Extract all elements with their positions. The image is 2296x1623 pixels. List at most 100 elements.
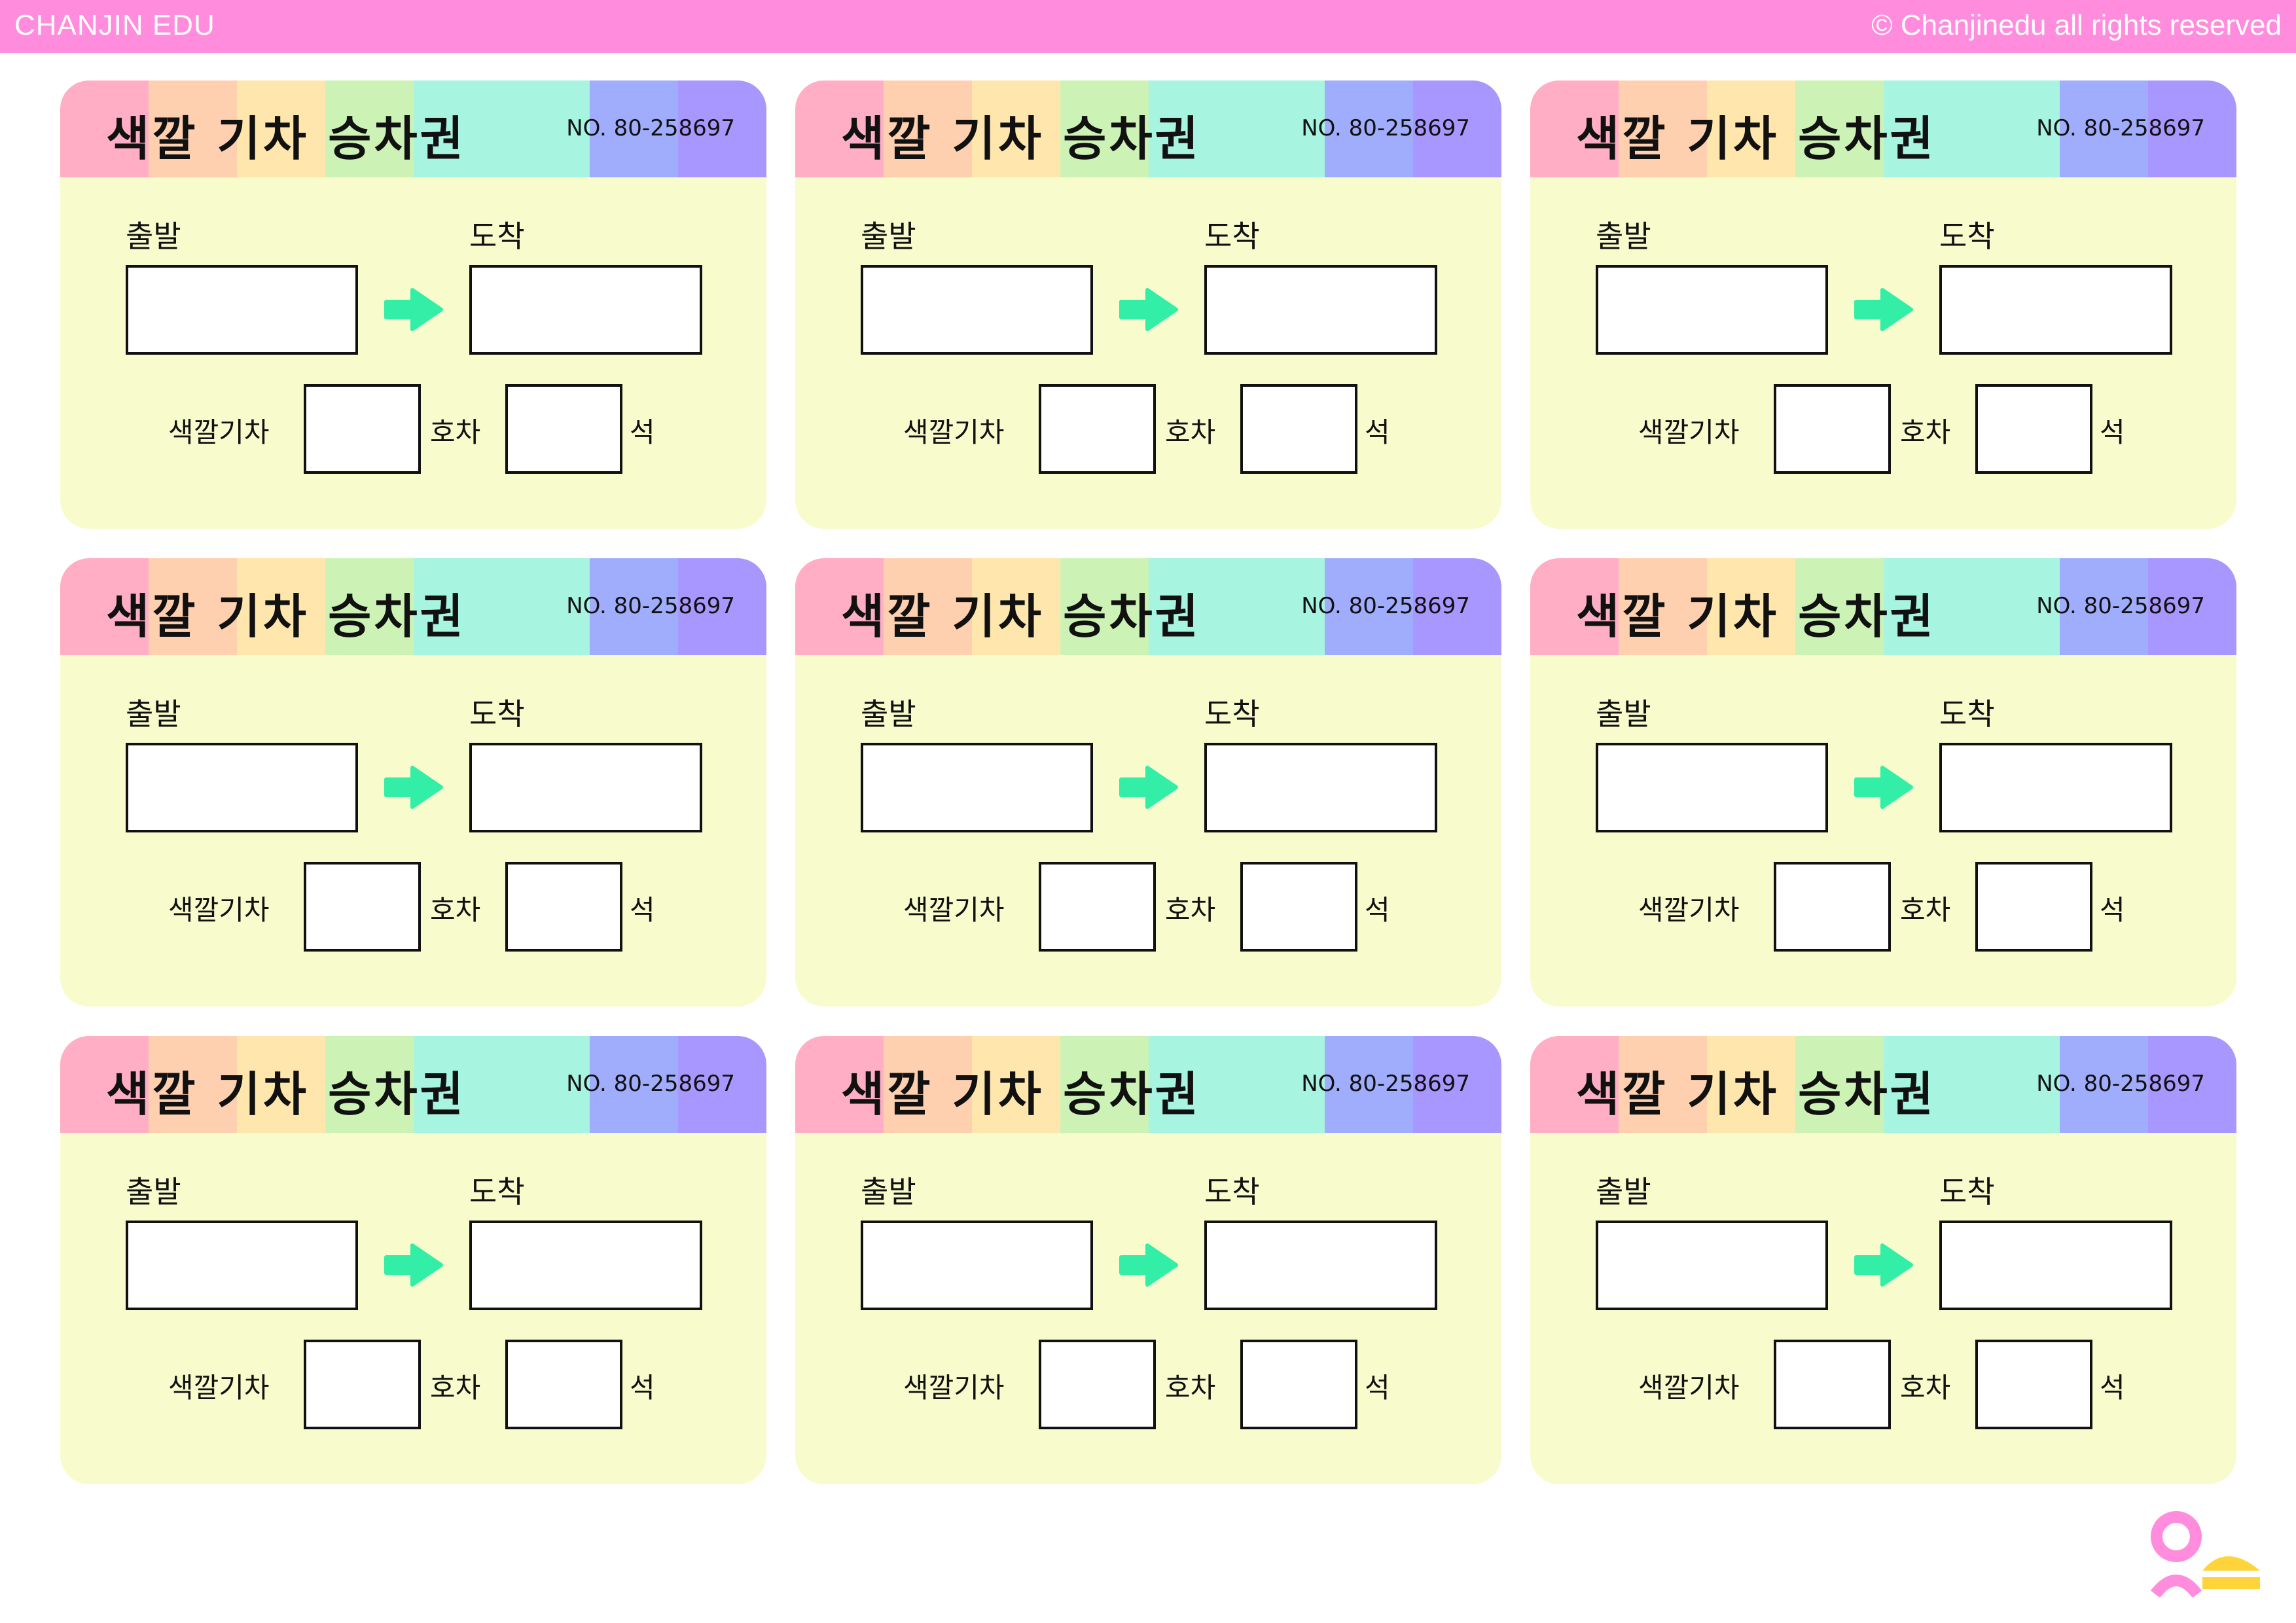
arrival-field[interactable] (1939, 265, 2172, 355)
header-stripe (236, 558, 325, 655)
arrival-field[interactable] (1204, 265, 1437, 355)
header-stripe (883, 80, 972, 177)
departure-field[interactable] (1596, 743, 1828, 832)
train-ticket: 색깔 기차 승차권 NO. 80-258697 출발 도착 색깔기차 호차 석 (795, 1036, 1501, 1484)
seat-number-field[interactable] (1975, 862, 2092, 952)
departure-label: 출발 (1596, 696, 1651, 732)
departure-label: 출발 (861, 696, 916, 732)
seat-label: 석 (1365, 894, 1390, 926)
arrow-right-icon (1854, 1243, 1913, 1287)
seat-number-field[interactable] (505, 384, 622, 474)
departure-field[interactable] (1596, 1221, 1828, 1310)
ticket-number: NO. 80-258697 (566, 593, 735, 619)
header-stripe (1148, 80, 1237, 177)
arrival-field[interactable] (1939, 1221, 2172, 1310)
seat-number-field[interactable] (1975, 384, 2092, 474)
ticket-title: 색깔 기차 승차권 (841, 1067, 1201, 1122)
seat-label: 석 (2100, 416, 2125, 448)
header-stripe (2148, 80, 2236, 177)
arrival-field[interactable] (469, 743, 702, 832)
departure-label: 출발 (861, 1174, 916, 1209)
car-number-field[interactable] (1039, 384, 1156, 474)
ticket-header (60, 558, 766, 655)
departure-label: 출발 (1596, 1174, 1651, 1209)
chanjin-edu-logo (2150, 1511, 2260, 1597)
header-stripe (1413, 80, 1501, 177)
seat-number-field[interactable] (1240, 862, 1357, 952)
header-stripe (1236, 80, 1325, 177)
arrival-label: 도착 (469, 1174, 525, 1209)
train-ticket: 색깔 기차 승차권 NO. 80-258697 출발 도착 색깔기차 호차 석 (1530, 80, 2236, 529)
car-number-field[interactable] (1039, 862, 1156, 952)
arrival-label: 도착 (1204, 696, 1260, 732)
ticket-number: NO. 80-258697 (2036, 1071, 2205, 1097)
header-stripe (795, 558, 884, 655)
car-number-field[interactable] (304, 384, 421, 474)
header-stripe (2060, 558, 2149, 655)
arrival-label: 도착 (1939, 696, 1995, 732)
arrow-right-icon (1854, 766, 1913, 809)
ticket-number: NO. 80-258697 (566, 115, 735, 141)
departure-field[interactable] (126, 1221, 358, 1310)
arrival-label: 도착 (1939, 1174, 1995, 1209)
header-stripe (325, 558, 414, 655)
departure-field[interactable] (861, 265, 1093, 355)
seat-number-field[interactable] (1975, 1340, 2092, 1429)
car-label: 호차 (1165, 1372, 1216, 1404)
ticket-header (60, 80, 766, 177)
car-number-field[interactable] (1774, 384, 1891, 474)
header-stripe (236, 80, 325, 177)
departure-label: 출발 (1596, 219, 1651, 254)
departure-field[interactable] (861, 743, 1093, 832)
header-stripe (1060, 558, 1149, 655)
seat-number-field[interactable] (1240, 1340, 1357, 1429)
ticket-number: NO. 80-258697 (566, 1071, 735, 1097)
header-stripe (2148, 1036, 2236, 1133)
arrow-right-icon (1119, 288, 1178, 331)
train-ticket: 색깔 기차 승차권 NO. 80-258697 출발 도착 색깔기차 호차 석 (1530, 1036, 2236, 1484)
car-number-field[interactable] (304, 1340, 421, 1429)
header-stripe (1060, 80, 1149, 177)
header-stripe (883, 558, 972, 655)
arrival-field[interactable] (1939, 743, 2172, 832)
arrival-field[interactable] (469, 265, 702, 355)
departure-field[interactable] (1596, 265, 1828, 355)
ticket-title: 색깔 기차 승차권 (106, 111, 466, 166)
car-label: 호차 (1900, 1372, 1951, 1404)
header-stripe (1706, 1036, 1795, 1133)
car-number-field[interactable] (304, 862, 421, 952)
departure-field[interactable] (861, 1221, 1093, 1310)
header-stripe (1883, 1036, 1972, 1133)
ticket-header (1530, 558, 2236, 655)
ticket-header (795, 1036, 1501, 1133)
car-number-field[interactable] (1039, 1340, 1156, 1429)
car-number-field[interactable] (1774, 862, 1891, 952)
arrival-field[interactable] (1204, 1221, 1437, 1310)
header-stripe (1530, 80, 1619, 177)
header-stripe (1413, 558, 1501, 655)
header-stripe (1148, 1036, 1237, 1133)
seat-number-field[interactable] (505, 862, 622, 952)
arrival-field[interactable] (1204, 743, 1437, 832)
seat-number-field[interactable] (1240, 384, 1357, 474)
car-number-field[interactable] (1774, 1340, 1891, 1429)
departure-label: 출발 (126, 1174, 181, 1209)
departure-field[interactable] (126, 265, 358, 355)
header-stripe (325, 1036, 414, 1133)
train-name-label: 색깔기차 (168, 416, 270, 448)
arrival-field[interactable] (469, 1221, 702, 1310)
arrow-right-icon (384, 766, 443, 809)
arrival-label: 도착 (1204, 1174, 1260, 1209)
ticket-title: 색깔 기차 승차권 (1576, 1067, 1936, 1122)
seat-number-field[interactable] (505, 1340, 622, 1429)
train-ticket: 색깔 기차 승차권 NO. 80-258697 출발 도착 색깔기차 호차 석 (60, 558, 766, 1007)
header-stripe (971, 558, 1060, 655)
arrow-right-icon (1854, 288, 1913, 331)
arrow-right-icon (384, 1243, 443, 1287)
ticket-title: 색깔 기차 승차권 (841, 111, 1201, 166)
departure-field[interactable] (126, 743, 358, 832)
arrow-right-icon (384, 288, 443, 331)
seat-label: 석 (2100, 1372, 2125, 1404)
car-label: 호차 (1900, 416, 1951, 448)
ticket-number: NO. 80-258697 (1301, 1071, 1470, 1097)
